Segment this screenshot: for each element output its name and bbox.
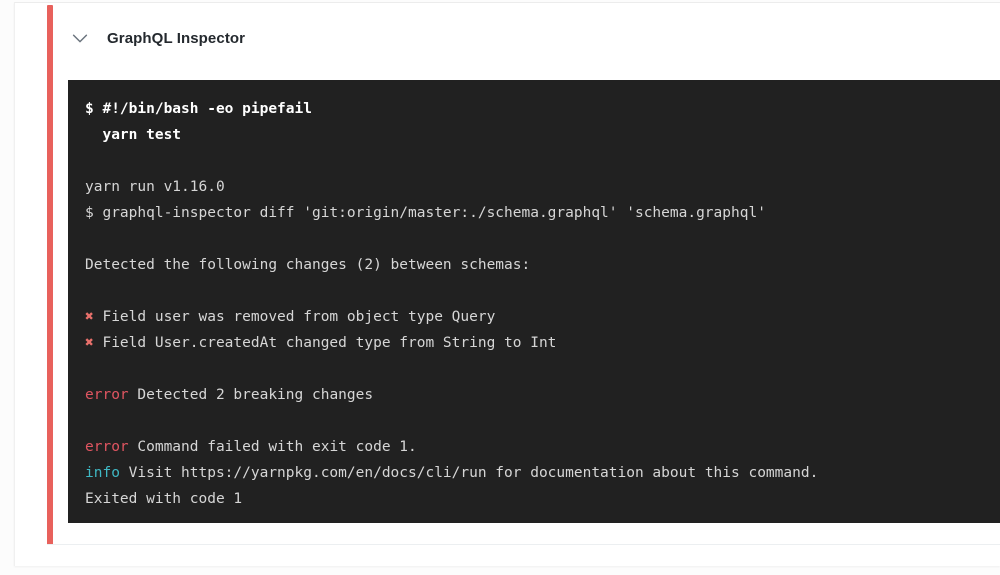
terminal-message-text: Command failed with exit code 1. bbox=[128, 439, 417, 455]
terminal-line bbox=[68, 148, 1000, 174]
log-level-tag-info: info bbox=[85, 465, 120, 481]
terminal-plain-text: Exited with code 1 bbox=[85, 491, 243, 507]
terminal-line: info Visit https://yarnpkg.com/en/docs/c… bbox=[68, 460, 1000, 486]
terminal-command-text: $ #!/bin/bash -eo pipefail bbox=[85, 101, 312, 117]
terminal-line bbox=[68, 408, 1000, 434]
terminal-line bbox=[68, 356, 1000, 382]
terminal-line: $ graphql-inspector diff 'git:origin/mas… bbox=[68, 200, 1000, 226]
terminal-line: error Command failed with exit code 1. bbox=[68, 434, 1000, 460]
breaking-change-text: Field User.createdAt changed type from S… bbox=[93, 335, 557, 351]
job-footer-space bbox=[15, 545, 1000, 566]
job-status-accent-bar bbox=[47, 5, 53, 545]
chevron-down-icon[interactable] bbox=[67, 25, 93, 51]
terminal-line: Exited with code 1 bbox=[68, 486, 1000, 512]
breaking-change-cross-icon: ✖ bbox=[85, 335, 94, 351]
terminal-plain-text: yarn run v1.16.0 bbox=[85, 179, 225, 195]
terminal-line bbox=[68, 226, 1000, 252]
log-level-tag-error: error bbox=[85, 387, 129, 403]
log-level-tag-error: error bbox=[85, 439, 129, 455]
build-job-card: GraphQL Inspector $ #!/bin/bash -eo pipe… bbox=[14, 2, 1000, 566]
terminal-line: Detected the following changes (2) betwe… bbox=[68, 252, 1000, 278]
terminal-plain-text: $ graphql-inspector diff 'git:origin/mas… bbox=[85, 205, 766, 221]
breaking-change-cross-icon: ✖ bbox=[85, 309, 94, 325]
job-title: GraphQL Inspector bbox=[107, 29, 246, 47]
terminal-output[interactable]: $ #!/bin/bash -eo pipefail yarn test yar… bbox=[68, 80, 1000, 523]
terminal-command-text: yarn test bbox=[85, 127, 182, 143]
terminal-line: ✖ Field User.createdAt changed type from… bbox=[68, 330, 1000, 356]
terminal-line: yarn run v1.16.0 bbox=[68, 174, 1000, 200]
terminal-message-text: Visit https://yarnpkg.com/en/docs/cli/ru… bbox=[119, 465, 819, 481]
terminal-message-text: Detected 2 breaking changes bbox=[128, 387, 374, 403]
terminal-line: $ #!/bin/bash -eo pipefail bbox=[68, 96, 1000, 122]
terminal-plain-text: Detected the following changes (2) betwe… bbox=[85, 257, 531, 273]
terminal-line bbox=[68, 278, 1000, 304]
terminal-line: yarn test bbox=[68, 122, 1000, 148]
terminal-line: error Detected 2 breaking changes bbox=[68, 382, 1000, 408]
job-footer-divider bbox=[47, 544, 1000, 545]
breaking-change-text: Field user was removed from object type … bbox=[93, 309, 496, 325]
terminal-line: ✖ Field user was removed from object typ… bbox=[68, 304, 1000, 330]
job-header[interactable]: GraphQL Inspector bbox=[67, 17, 245, 59]
